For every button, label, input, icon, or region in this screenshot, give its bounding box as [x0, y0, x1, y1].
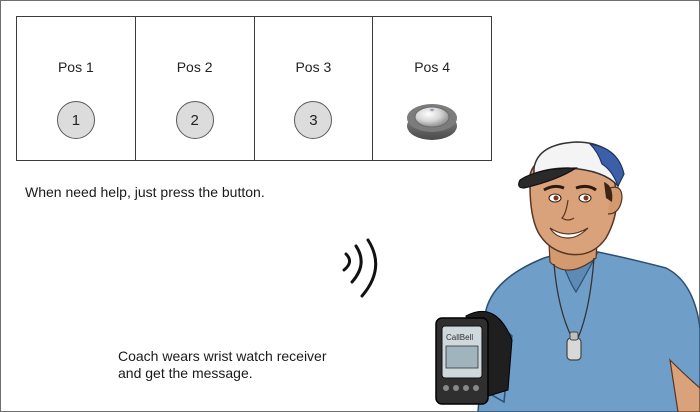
position-1-label: Pos 1: [57, 59, 94, 75]
whistle-icon: [566, 331, 582, 361]
help-instruction: When need help, just press the button.: [25, 184, 265, 200]
coach-description-line-1: Coach wears wrist watch receiver: [118, 348, 327, 364]
position-2-label: Pos 2: [176, 59, 213, 75]
position-3[interactable]: Pos 3 3: [255, 17, 374, 160]
position-2[interactable]: Pos 2 2: [136, 17, 255, 160]
wireless-signal-icon: [342, 238, 378, 298]
coach-description-line-2: and get the message.: [118, 365, 253, 381]
call-button-3[interactable]: 3: [294, 101, 333, 139]
position-1[interactable]: Pos 1 1: [17, 17, 136, 160]
wrist-watch-receiver-icon: CallBell: [435, 311, 513, 405]
call-button-1[interactable]: 1: [56, 101, 95, 139]
position-panel: Pos 1 1 Pos 2 2 Pos 3 3 Pos 4: [16, 16, 492, 161]
pager-button-icon[interactable]: [405, 100, 459, 142]
coach-description: Coach wears wrist watch receiver and get…: [118, 348, 327, 382]
coach-shirt: [477, 247, 700, 412]
position-4-label: Pos 4: [414, 59, 451, 75]
coach-illustration: CallBell: [435, 141, 700, 412]
watch-brand-label: CallBell: [446, 333, 473, 342]
call-button-2[interactable]: 2: [175, 101, 214, 139]
position-4[interactable]: Pos 4: [373, 17, 491, 160]
position-3-label: Pos 3: [295, 59, 332, 75]
